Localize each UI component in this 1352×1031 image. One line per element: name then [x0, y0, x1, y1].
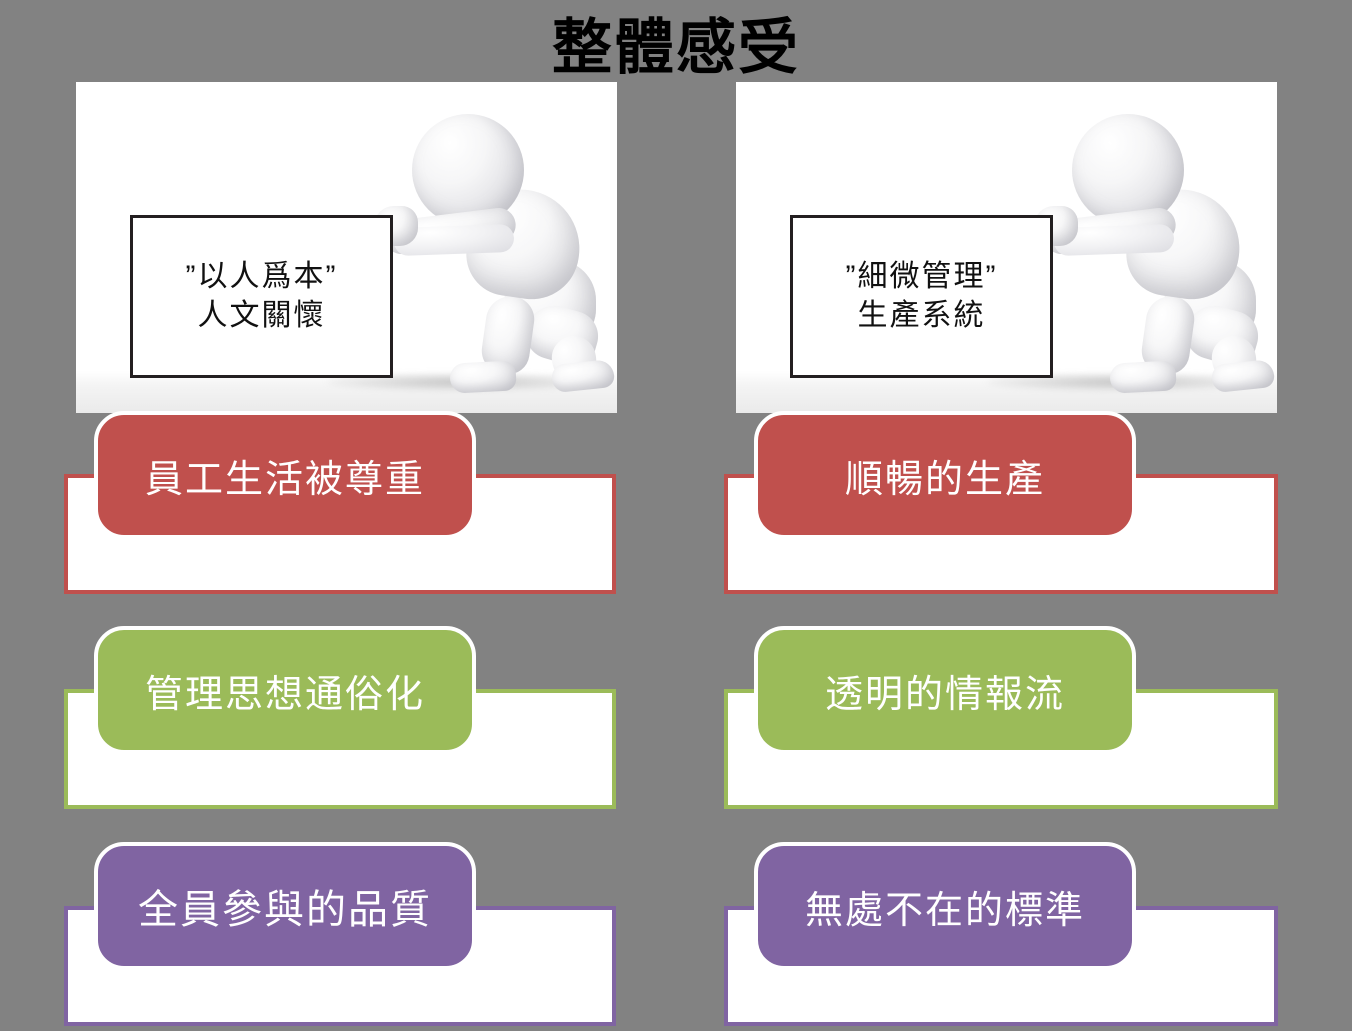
- 3d-figure-icon: [374, 110, 617, 410]
- row-pill-left-1[interactable]: 員工生活被尊重: [94, 411, 476, 539]
- floor-gradient: [76, 371, 617, 413]
- sign-line-2: 生產系統: [857, 298, 986, 332]
- figure-foot-front: [449, 360, 517, 394]
- figure-foot-back: [550, 358, 616, 394]
- row-pill-right-3[interactable]: 無處不在的標準: [754, 842, 1136, 970]
- figure-head: [412, 114, 524, 226]
- photo-panel-left: ”以人爲本” 人文關懷: [76, 82, 617, 413]
- floor-gradient: [736, 371, 1277, 413]
- row-pill-left-2[interactable]: 管理思想通俗化: [94, 626, 476, 754]
- pushed-sign-right: ”細微管理” 生產系統: [790, 215, 1053, 378]
- photo-panel-right: ”細微管理” 生產系統: [736, 82, 1277, 413]
- sign-line-1: ”以人爲本”: [185, 260, 338, 294]
- row-pill-right-1[interactable]: 順暢的生產: [754, 411, 1136, 539]
- sign-line-2: 人文關懷: [197, 298, 326, 332]
- figure-foot-front: [1109, 360, 1177, 394]
- figure-foot-back: [1210, 358, 1276, 394]
- page-title: 整體感受: [552, 14, 800, 81]
- figure-head: [1072, 114, 1184, 226]
- pushed-sign-left: ”以人爲本” 人文關懷: [130, 215, 393, 378]
- row-pill-right-2[interactable]: 透明的情報流: [754, 626, 1136, 754]
- sign-line-1: ”細微管理”: [845, 260, 998, 294]
- 3d-figure-icon: [1034, 110, 1277, 410]
- row-pill-left-3[interactable]: 全員參與的品質: [94, 842, 476, 970]
